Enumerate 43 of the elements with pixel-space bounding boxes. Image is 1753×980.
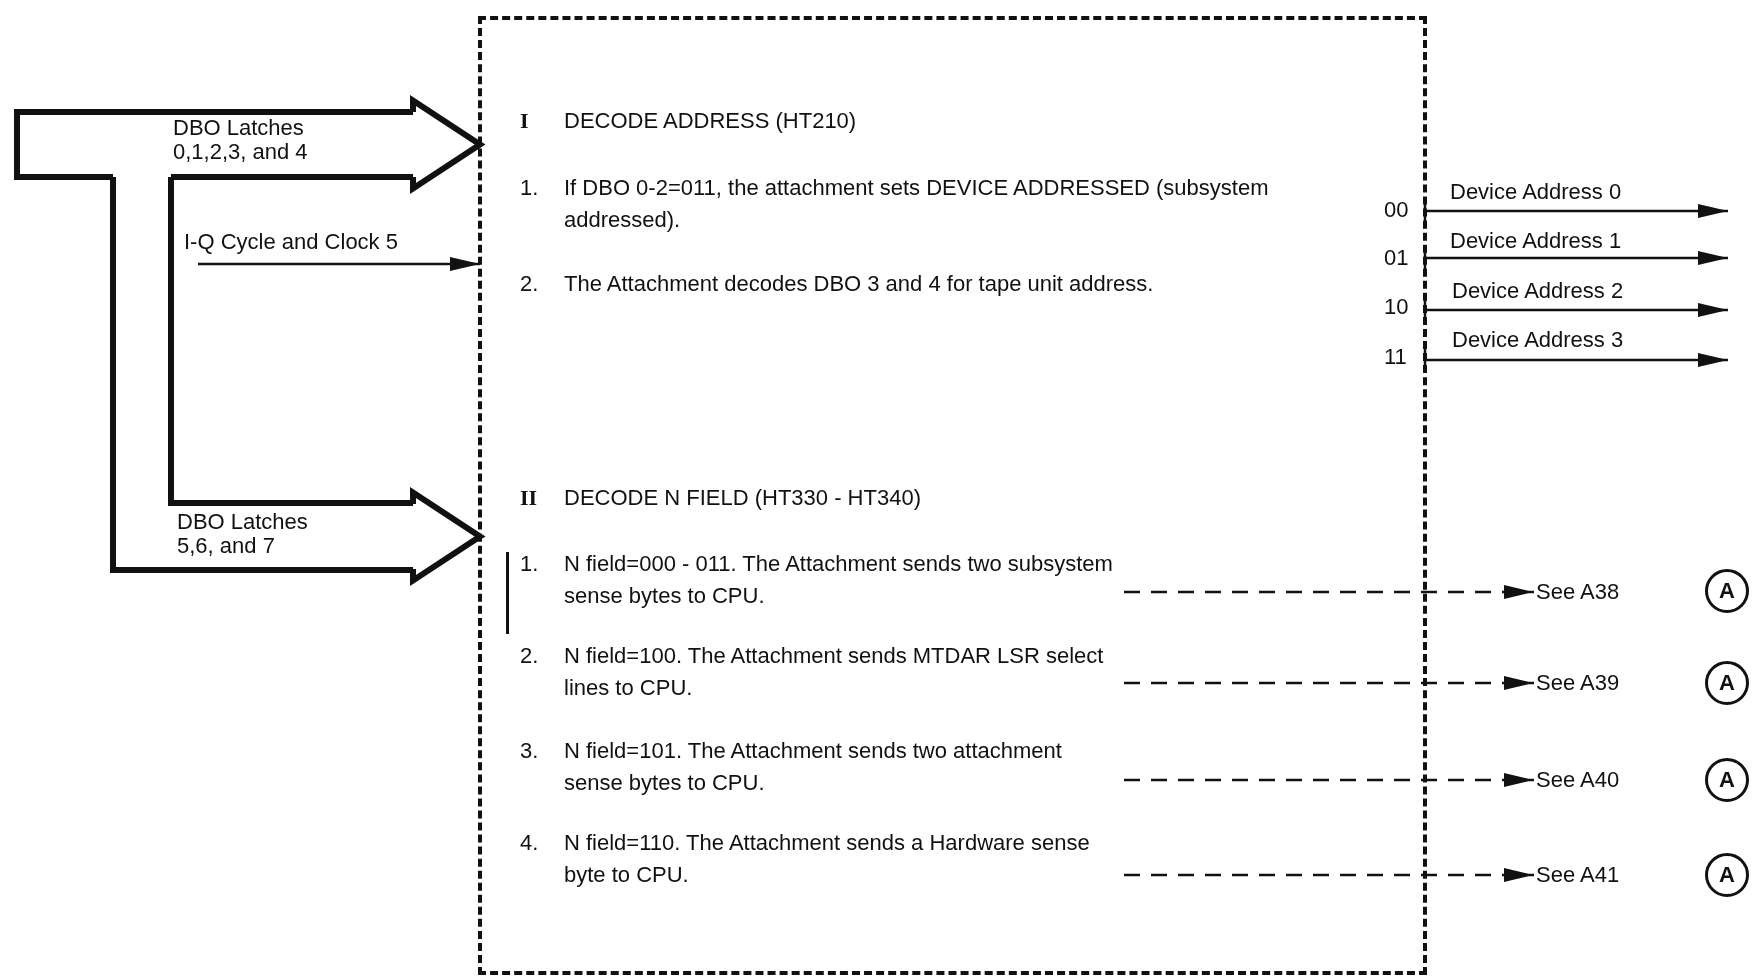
bus-arrow xyxy=(14,95,486,194)
step-number: 3. xyxy=(520,737,540,765)
page-reference: See A40 xyxy=(1536,762,1646,798)
edge-label: DBO Latches 0,1,2,3, and 4 xyxy=(173,116,309,164)
dashed-arrow xyxy=(1124,676,1534,690)
arrow xyxy=(198,257,480,271)
section-numeral: I xyxy=(520,107,530,135)
step-number: 1. xyxy=(520,550,540,578)
edge-label: Device Address 0 xyxy=(1450,180,1622,204)
edge-label: Device Address 1 xyxy=(1450,229,1622,253)
step-text: N field=100. The Attachment sends MTDAR LSR select lines to CPU. xyxy=(564,642,1105,702)
bit-code: 10 xyxy=(1384,295,1409,319)
step-number: 2. xyxy=(520,642,540,670)
page-reference: See A39 xyxy=(1536,665,1646,701)
bit-code: 01 xyxy=(1384,246,1409,270)
off-page-connector: A xyxy=(1705,569,1749,613)
bus-arrow xyxy=(110,174,486,586)
section-title: DECODE N FIELD (HT330 - HT340) xyxy=(564,484,921,512)
edge-label: Device Address 2 xyxy=(1452,279,1624,303)
step-number: 1. xyxy=(520,174,540,202)
section-title: DECODE ADDRESS (HT210) xyxy=(564,107,857,135)
step-number: 2. xyxy=(520,270,540,298)
step-text: N field=000 - 011. The Attachment sends two subsystem sense bytes to CPU. xyxy=(564,550,1114,610)
step-number: 4. xyxy=(520,829,540,857)
bit-code: 11 xyxy=(1384,345,1407,369)
dashed-boundary-box xyxy=(478,16,1427,975)
section-numeral: II xyxy=(520,484,539,512)
step-text: N field=110. The Attachment sends a Hardware sense byte to CPU. xyxy=(564,829,1091,889)
step-text: If DBO 0-2=011, the attachment sets DEVICE ADDRESSED (subsystem addressed). xyxy=(564,174,1270,234)
dashed-arrow xyxy=(1124,773,1534,787)
edge-label: DBO Latches 5,6, and 7 xyxy=(177,510,309,558)
edge-label: Device Address 3 xyxy=(1452,328,1624,352)
dashed-arrow xyxy=(1124,585,1534,599)
page-reference: See A41 xyxy=(1536,857,1646,893)
dashed-arrow xyxy=(1124,868,1534,882)
off-page-connector: A xyxy=(1705,853,1749,897)
step-text: The Attachment decodes DBO 3 and 4 for tape unit address. xyxy=(564,270,1154,298)
step-text: N field=101. The Attachment sends two attachment sense bytes to CPU. xyxy=(564,737,1063,797)
bit-code: 00 xyxy=(1384,198,1409,222)
page-reference: See A38 xyxy=(1536,574,1646,610)
edge-label: I-Q Cycle and Clock 5 xyxy=(184,230,398,254)
off-page-connector: A xyxy=(1705,758,1749,802)
off-page-connector: A xyxy=(1705,661,1749,705)
